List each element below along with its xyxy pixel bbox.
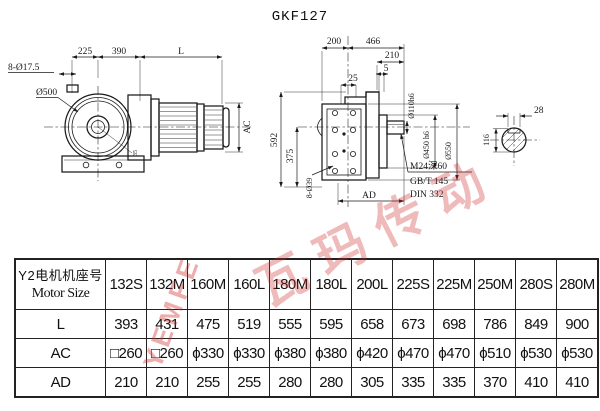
dim-bolt-holes-front: 8-Ø17.5 bbox=[8, 63, 40, 73]
cell: ϕ380 bbox=[269, 338, 311, 368]
cell: 255 bbox=[187, 367, 229, 398]
cell: ϕ380 bbox=[310, 338, 352, 368]
col-header: 280M bbox=[556, 258, 599, 310]
dim-116: 116 bbox=[482, 134, 491, 146]
cell: 849 bbox=[515, 309, 557, 339]
dim-ad: AD bbox=[362, 191, 376, 201]
cell: □260 bbox=[105, 338, 147, 368]
col-header: 160M bbox=[187, 258, 229, 310]
dim-flange-dia-side: Ø550 bbox=[444, 142, 453, 160]
dim-key-width: 28 bbox=[534, 106, 544, 116]
note-gbt: GB/T 145 bbox=[410, 177, 448, 187]
dim-375: 375 bbox=[286, 149, 296, 164]
cell: 595 bbox=[310, 309, 352, 339]
cell: 673 bbox=[392, 309, 434, 339]
note-din: DIN 332 bbox=[410, 190, 444, 200]
dim-390: 390 bbox=[112, 47, 127, 57]
motor-fins-rear bbox=[205, 109, 222, 146]
dim-5: 5 bbox=[384, 64, 389, 74]
cell: 410 bbox=[515, 367, 557, 398]
cell: 555 bbox=[269, 309, 311, 339]
dim-200: 200 bbox=[327, 37, 342, 47]
cell: 280 bbox=[310, 367, 352, 398]
header-motor-size: Y2电机机座号 Motor Size bbox=[14, 258, 106, 310]
dim-spigot-dia: Ø450 h6 bbox=[422, 131, 431, 159]
dim-466: 466 bbox=[366, 37, 381, 47]
header-en: Motor Size bbox=[31, 285, 90, 301]
dim-25: 25 bbox=[348, 74, 358, 84]
cell: ϕ330 bbox=[228, 338, 270, 368]
header-cn: Y2电机机座号 bbox=[18, 267, 103, 283]
cell: 255 bbox=[228, 367, 270, 398]
cell: 475 bbox=[187, 309, 229, 339]
col-header: 180L bbox=[310, 258, 352, 310]
cell: □260 bbox=[146, 338, 188, 368]
col-header: 160L bbox=[228, 258, 270, 310]
col-header: 132S bbox=[105, 258, 147, 310]
cell: ϕ510 bbox=[474, 338, 516, 368]
col-header: 200L bbox=[351, 258, 393, 310]
motor-size-table: Y2电机机座号 Motor Size 132S 132M 160M 160L 1… bbox=[14, 258, 599, 398]
cell: 335 bbox=[392, 367, 434, 398]
row-label: AC bbox=[14, 338, 106, 368]
col-header: 180M bbox=[269, 258, 311, 310]
dim-shaft-dia: Ø110h6 bbox=[407, 93, 416, 118]
plug-label: 35 bbox=[133, 150, 139, 156]
cell: ϕ530 bbox=[515, 338, 557, 368]
cell: 210 bbox=[105, 367, 147, 398]
cell: ϕ470 bbox=[392, 338, 434, 368]
cell: 431 bbox=[146, 309, 188, 339]
cell: ϕ330 bbox=[187, 338, 229, 368]
dim-flange-dia-front: Ø500 bbox=[36, 88, 57, 98]
note-tap: M24深60 bbox=[410, 161, 447, 172]
col-header: 250M bbox=[474, 258, 516, 310]
cell: ϕ530 bbox=[556, 338, 599, 368]
motor-fins-front bbox=[160, 106, 196, 148]
dim-225: 225 bbox=[78, 47, 93, 57]
cell: 393 bbox=[105, 309, 147, 339]
technical-drawing: 225 390 L 8-Ø17.5 Ø500 35 bbox=[8, 36, 544, 207]
cell: 210 bbox=[146, 367, 188, 398]
table-row-AD: AD 210 210 255 255 280 280 305 335 335 3… bbox=[14, 367, 599, 398]
section-hatching bbox=[502, 128, 526, 152]
col-header: 132M bbox=[146, 258, 188, 310]
cell: ϕ470 bbox=[433, 338, 475, 368]
table-row-AC: AC □260 □260 ϕ330 ϕ330 ϕ380 ϕ380 ϕ420 ϕ4… bbox=[14, 338, 599, 368]
cell: 786 bbox=[474, 309, 516, 339]
cell: 519 bbox=[228, 309, 270, 339]
shaft-section-view: 28 116 bbox=[482, 106, 544, 166]
cell: 335 bbox=[433, 367, 475, 398]
cell: ϕ420 bbox=[351, 338, 393, 368]
table-row-L: L 393 431 475 519 555 595 658 673 698 78… bbox=[14, 309, 599, 339]
cell: 658 bbox=[351, 309, 393, 339]
col-header: 280S bbox=[515, 258, 557, 310]
dim-l: L bbox=[178, 47, 184, 57]
row-label: AD bbox=[14, 367, 106, 398]
cell: 410 bbox=[556, 367, 599, 398]
dim-bolt-holes-side: 8-Ø39 bbox=[305, 178, 314, 198]
bolt-holes bbox=[331, 110, 356, 174]
side-view: 200 466 210 5 25 592 375 8-Ø39 bbox=[270, 36, 472, 207]
dim-592: 592 bbox=[270, 133, 280, 148]
dim-ac: AC bbox=[243, 120, 253, 133]
dim-210: 210 bbox=[385, 51, 400, 61]
cell: 370 bbox=[474, 367, 516, 398]
page-title: GKF127 bbox=[271, 9, 329, 25]
col-header: 225M bbox=[433, 258, 475, 310]
cell: 698 bbox=[433, 309, 475, 339]
cell: 900 bbox=[556, 309, 599, 339]
row-label: L bbox=[14, 309, 106, 339]
table-header-row: Y2电机机座号 Motor Size 132S 132M 160M 160L 1… bbox=[14, 258, 599, 310]
front-view: 225 390 L 8-Ø17.5 Ø500 35 bbox=[8, 47, 253, 181]
cell: 280 bbox=[269, 367, 311, 398]
col-header: 225S bbox=[392, 258, 434, 310]
cell: 305 bbox=[351, 367, 393, 398]
